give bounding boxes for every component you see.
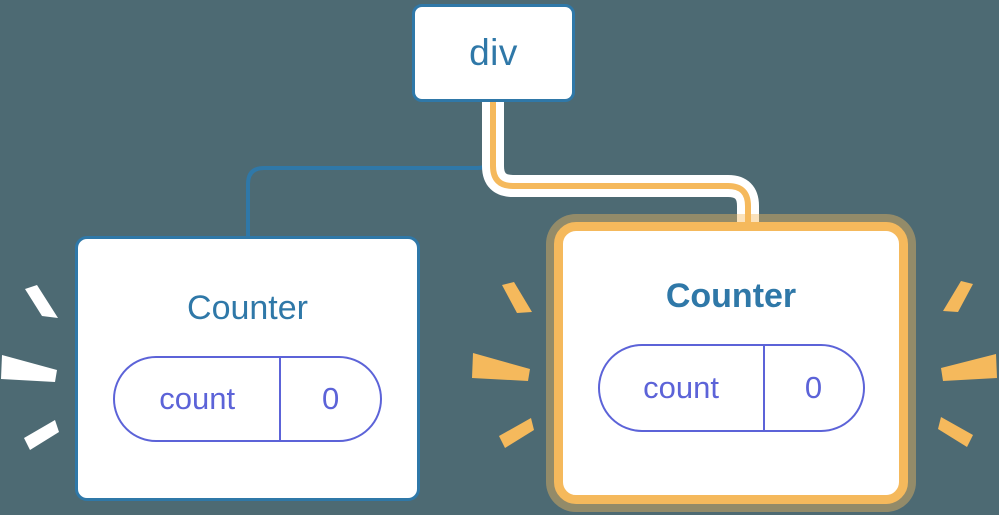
sparkle-ray-icon [25,285,58,318]
node-counter-right[interactable]: Counter count 0 [554,222,908,504]
sparkle-ray-icon [943,281,973,312]
sparkle-ray-icon [1,355,57,382]
sparkle-ray-icon [938,417,973,447]
edge-root-to-counter-right [490,97,751,239]
counter-left-state-key: count [115,358,282,440]
counter-right-state-key: count [600,346,765,430]
counter-left-state-badge: count 0 [113,356,382,442]
node-div[interactable]: div [412,4,575,102]
node-counter-left[interactable]: Counter count 0 [75,236,420,501]
sparkle-ray-icon [941,354,997,381]
counter-left-title: Counter [187,289,308,327]
counter-left-state-value: 0 [322,381,340,416]
sparkle-group-right-card-left [472,282,534,448]
counter-right-state-badge: count 0 [597,344,865,432]
counter-right-title: Counter [665,277,797,315]
sparkle-ray-icon [24,420,59,450]
counter-right-state-value: 0 [804,370,823,405]
sparkle-ray-icon [472,353,530,381]
node-div-label: div [469,32,518,73]
sparkle-ray-icon [502,282,532,313]
sparkle-group-left-card [1,285,59,450]
sparkle-group-right-card-right [938,281,997,447]
sparkle-ray-icon [499,418,534,448]
